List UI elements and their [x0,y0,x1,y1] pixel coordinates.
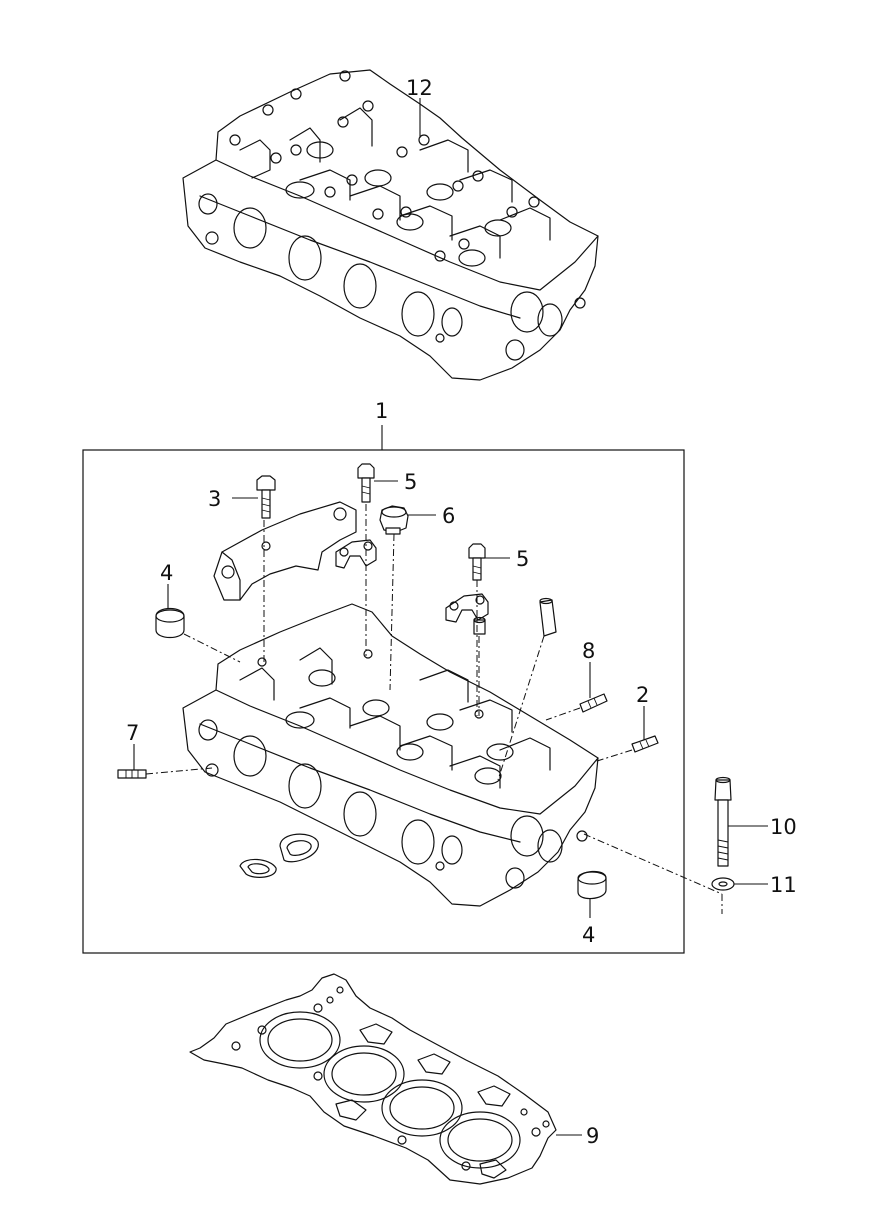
dowel-pin [473,616,486,635]
stud-7 [117,769,147,779]
callout-3: 3 [208,487,221,511]
port-gasket-1 [279,833,319,863]
callout-10: 10 [770,815,797,839]
callout-7: 7 [126,721,139,745]
sealing-cap-4-right [577,870,607,900]
callout-4-right: 4 [582,923,595,947]
bolt-5-upper [357,463,375,503]
cylinder-head-assembly-top [182,69,599,381]
kit-boundary-frame [82,449,685,954]
head-bolt-10 [714,776,732,867]
callout-9: 9 [586,1124,599,1148]
callout-8: 8 [582,639,595,663]
cylinder-head [182,603,599,907]
head-gasket-9 [189,973,557,1185]
sealing-cap-4-left [155,607,185,639]
callout-5-lower: 5 [516,547,529,571]
callout-6: 6 [442,504,455,528]
callout-2: 2 [636,683,649,707]
guide-tube [539,597,557,637]
callout-4-left: 4 [160,561,173,585]
stud-8 [579,693,608,713]
port-gasket-2 [239,858,277,878]
washer-11 [711,877,735,891]
callout-12: 12 [406,76,433,100]
oil-plug-6 [379,505,409,535]
cam-cap-upper [335,539,377,569]
callout-5-upper: 5 [404,470,417,494]
assembly-centerlines [145,504,723,914]
bolt-5-lower [468,543,486,581]
bolt-3 [256,475,276,519]
callout-1: 1 [375,399,388,423]
callout-11: 11 [770,873,797,897]
front-cam-bearing-cap [213,501,357,601]
stud-2 [631,735,659,753]
